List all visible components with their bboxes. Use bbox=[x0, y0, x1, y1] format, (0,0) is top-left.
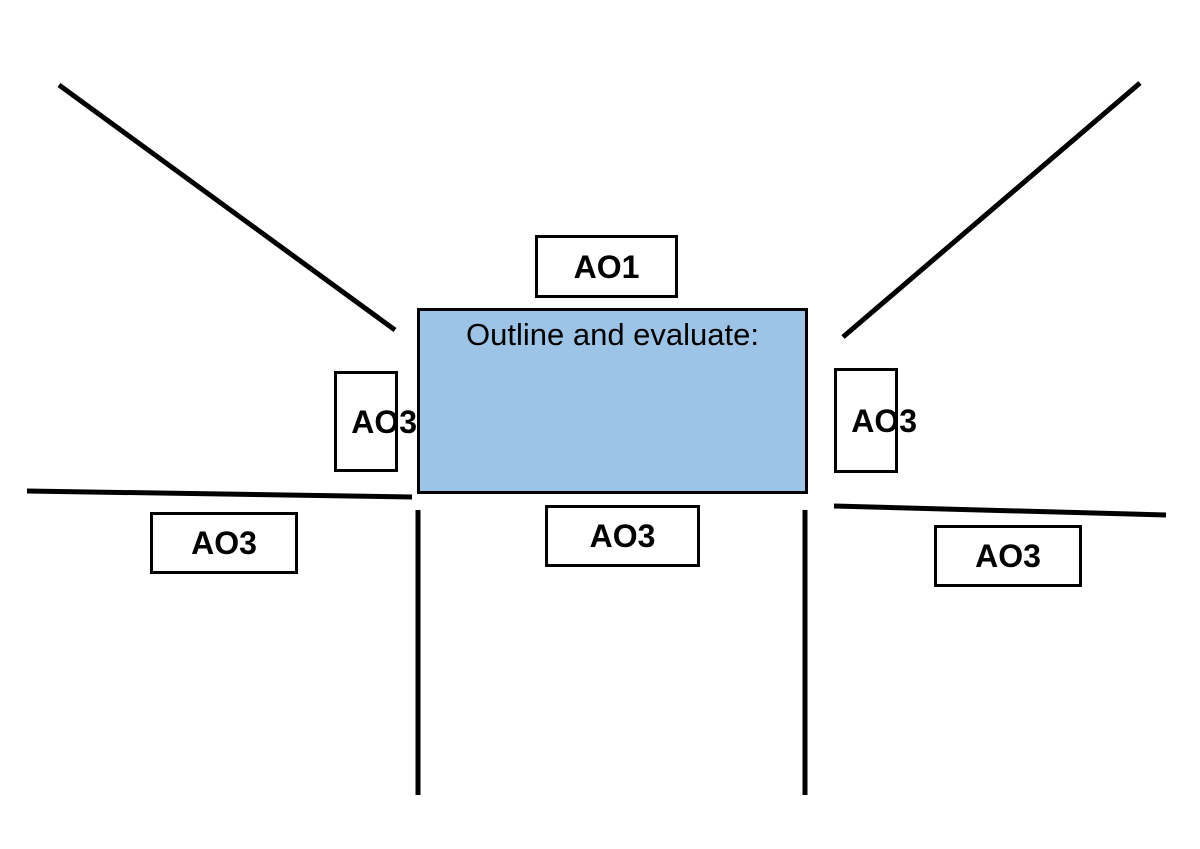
node-box-ao3-bottom-left[interactable]: AO3 bbox=[150, 512, 298, 574]
node-label-ao3-bottom-left: AO3 bbox=[191, 525, 257, 561]
node-label-ao3-bottom-center: AO3 bbox=[589, 518, 656, 554]
node-box-ao1-top[interactable]: AO1 bbox=[535, 235, 678, 298]
connector-line-top-right bbox=[841, 81, 1142, 339]
topic-label: Outline and evaluate: bbox=[466, 317, 759, 352]
node-label-ao3-bottom-right: AO3 bbox=[975, 538, 1041, 574]
connector-line-left bbox=[26, 488, 413, 500]
node-label-ao3-left-middle: AO3 bbox=[351, 403, 417, 440]
connector-line-top-left bbox=[57, 82, 397, 333]
node-box-ao3-bottom-center[interactable]: AO3 bbox=[545, 505, 700, 567]
node-box-ao3-bottom-right[interactable]: AO3 bbox=[934, 525, 1082, 587]
node-label-ao3-right-middle: AO3 bbox=[851, 402, 917, 439]
connector-line-right bbox=[833, 503, 1167, 518]
node-label-ao1-top: AO1 bbox=[573, 248, 640, 285]
topic-box[interactable]: Outline and evaluate: bbox=[417, 308, 808, 494]
node-box-ao3-right-middle[interactable]: AO3 bbox=[834, 368, 917, 473]
node-box-ao3-left-middle[interactable]: AO3 bbox=[334, 371, 417, 472]
